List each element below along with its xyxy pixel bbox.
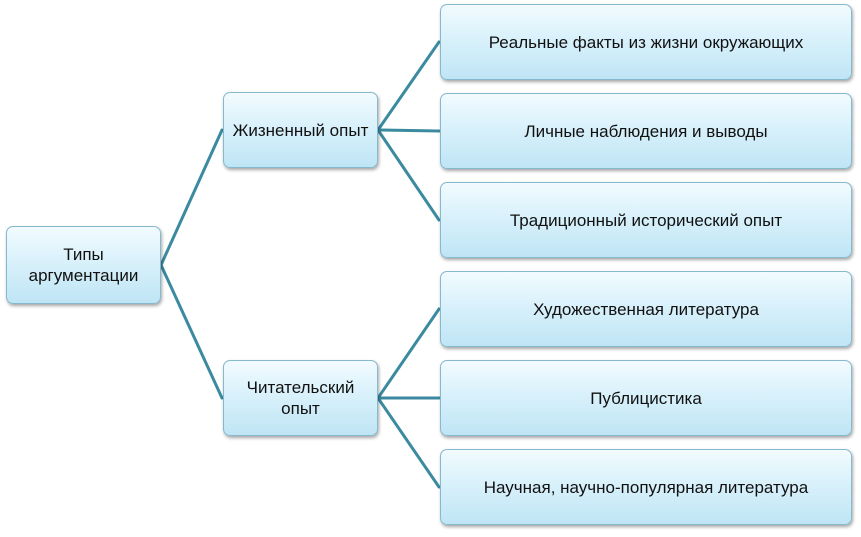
branch-node-label: Читательский опыт <box>246 378 355 418</box>
leaf-node-label: Научная, научно-популярная литература <box>483 477 809 497</box>
leaf-node-label: Личные наблюдения и выводы <box>524 121 768 141</box>
leaf-node: Художественная литература <box>440 271 852 347</box>
leaf-node-label: Реальные факты из жизни окружающих <box>488 32 804 52</box>
connector-line <box>376 307 441 400</box>
leaf-node-label: Традиционный исторический опыт <box>509 210 783 230</box>
branch-node-label: Жизненный опыт <box>232 120 369 140</box>
connector-line <box>159 263 224 400</box>
root-node-label: Типы аргументации <box>28 245 139 285</box>
connector-line <box>376 128 441 222</box>
leaf-node: Реальные факты из жизни окружающих <box>440 4 852 80</box>
leaf-node-label: Художественная литература <box>533 299 759 319</box>
connector-line <box>159 128 224 267</box>
branch-node-reader-experience: Читательский опыт <box>223 360 378 436</box>
root-node: Типы аргументации <box>6 226 161 304</box>
leaf-node: Личные наблюдения и выводы <box>440 93 852 169</box>
branch-node-life-experience: Жизненный опыт <box>223 92 378 168</box>
connector-line <box>376 396 441 489</box>
leaf-node: Научная, научно-популярная литература <box>440 449 852 525</box>
leaf-node: Традиционный исторический опыт <box>440 182 852 258</box>
connector-line <box>376 40 441 132</box>
connector-line <box>376 128 441 133</box>
leaf-node-label: Публицистика <box>590 388 702 408</box>
leaf-node: Публицистика <box>440 360 852 436</box>
